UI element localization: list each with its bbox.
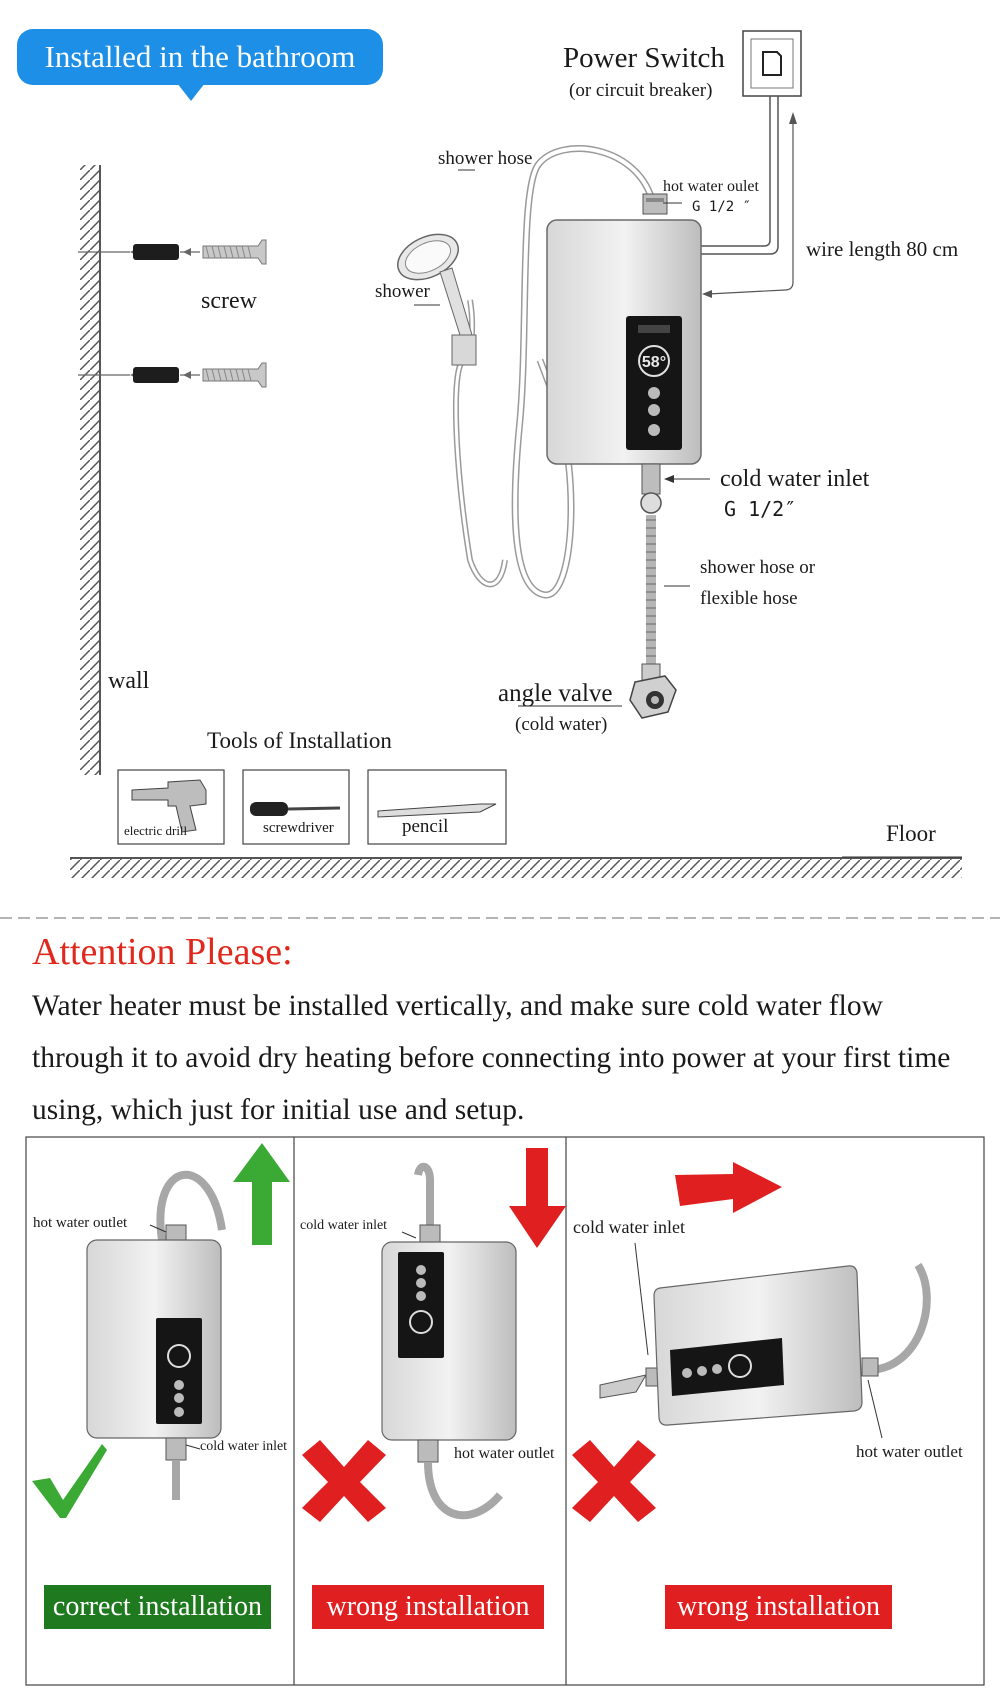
wall-graphic: [80, 165, 101, 775]
label-wall: wall: [108, 668, 150, 694]
label-flex-hose-1: shower hose or: [700, 557, 816, 578]
label-angle-valve: angle valve: [498, 680, 613, 707]
check-icon: [32, 1444, 107, 1518]
label-flex-hose-2: flexible hose: [700, 588, 798, 609]
label-hot-water-outlet: hot water oulet: [663, 178, 759, 195]
screw-icon: [78, 239, 267, 265]
heater-display: 58°: [642, 354, 666, 371]
arrow-right-icon: [675, 1162, 782, 1213]
label-hot-thread: G 1/2 ″: [692, 199, 752, 215]
cross-icon: [302, 1440, 386, 1522]
label-wire-length: wire length 80 cm: [806, 237, 959, 261]
power-switch-title: Power Switch: [563, 42, 725, 74]
cross-icon: [572, 1440, 656, 1522]
arrow-down-icon: [509, 1148, 566, 1248]
attention-text: Water heater must be installed verticall…: [32, 990, 951, 1126]
screw-icon: [78, 362, 267, 388]
tool-screwdriver: [242, 769, 350, 845]
label-floor: Floor: [886, 821, 936, 846]
panel2-status-badge: wrong installation: [312, 1585, 544, 1629]
floor-graphic: [70, 856, 962, 878]
panel3-status-badge: wrong installation: [665, 1585, 892, 1629]
label-cold-thread: G 1/2″: [724, 497, 797, 521]
panel1-top-label: hot water outlet: [33, 1215, 128, 1231]
panel2-top-label: cold water inlet: [300, 1218, 388, 1233]
label-angle-valve-sub: (cold water): [515, 714, 608, 735]
panel1-bottom-label: cold water inlet: [200, 1439, 288, 1454]
angle-valve-icon: [629, 663, 677, 719]
power-switch-icon: [742, 30, 802, 97]
label-shower-hose: shower hose: [438, 148, 533, 169]
attention-heading: Attention Please:: [32, 931, 293, 973]
panels-frame: [25, 1136, 985, 1686]
panel3-bottom-label: hot water outlet: [856, 1442, 963, 1461]
label-cold-water-inlet: cold water inlet: [720, 466, 870, 492]
arrow-up-icon: [233, 1143, 290, 1245]
tool-pencil: [367, 769, 507, 845]
panel1-status-badge: correct installation: [44, 1585, 271, 1629]
shower-head-icon: [397, 233, 477, 366]
title-bubble: Installed in the bathroom: [17, 29, 383, 101]
tool-electric-drill: [117, 769, 225, 845]
water-heater-icon: [546, 193, 702, 495]
tool-label-screwdriver: screwdriver: [263, 820, 334, 836]
tools-title: Tools of Installation: [207, 728, 392, 753]
tool-label-pencil: pencil: [402, 816, 449, 837]
flexible-hose-icon: [640, 492, 662, 667]
panel3-top-label: cold water inlet: [573, 1217, 685, 1237]
tool-label-drill: electric drill: [124, 823, 188, 838]
panel2-heater-icon: [381, 1162, 517, 1520]
power-switch-subtitle: (or circuit breaker): [569, 80, 713, 101]
label-screw: screw: [201, 288, 257, 314]
panel1-heater-icon: [86, 1170, 226, 1500]
panel3-heater-icon: [599, 1262, 931, 1426]
panel2-bottom-label: hot water outlet: [454, 1445, 555, 1462]
label-shower: shower: [375, 281, 430, 302]
